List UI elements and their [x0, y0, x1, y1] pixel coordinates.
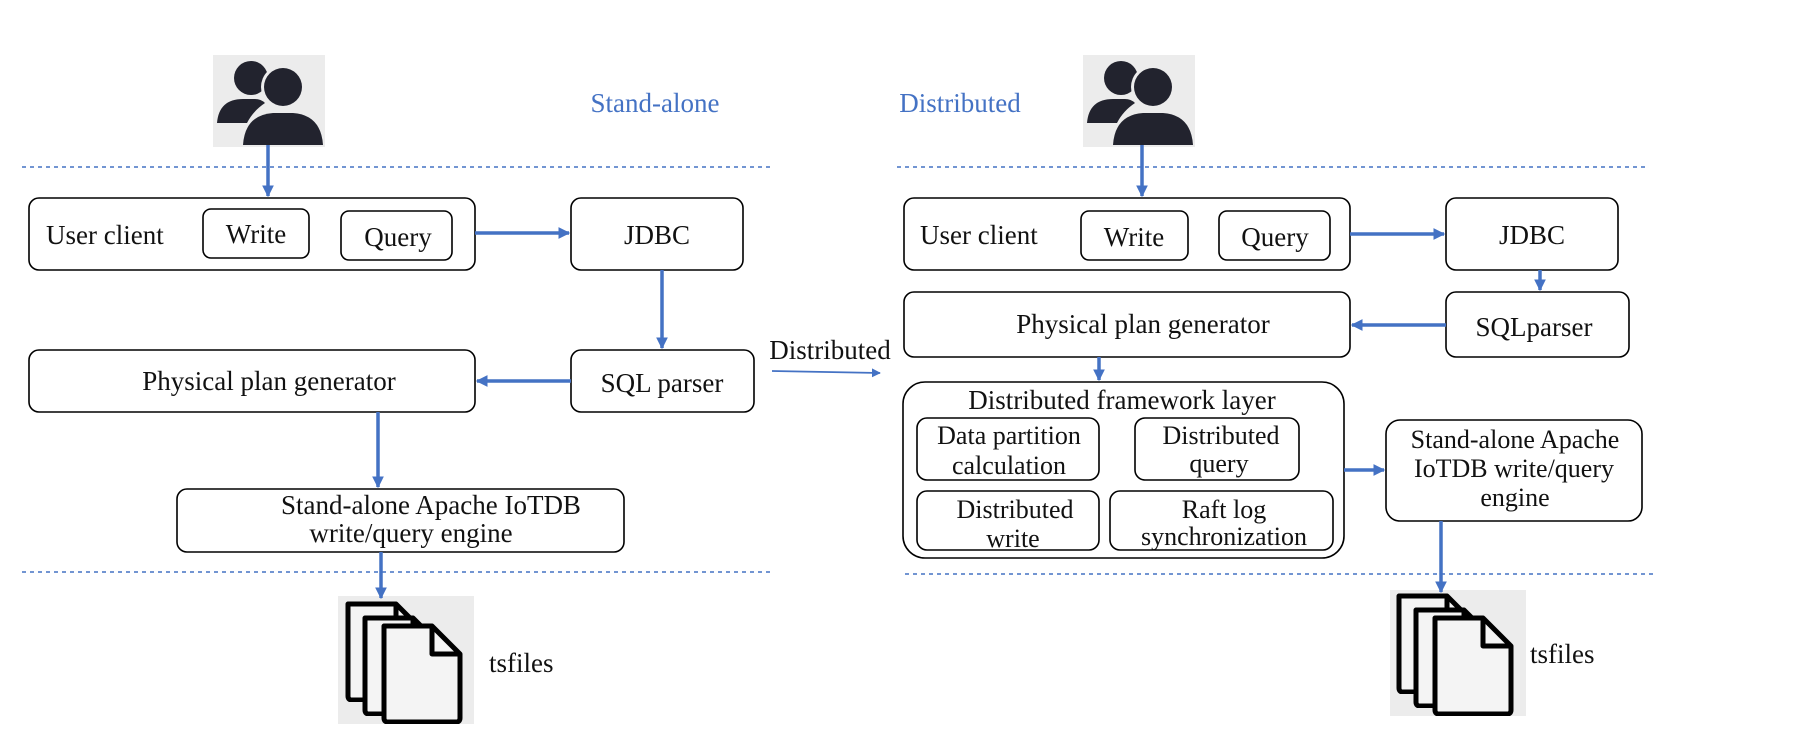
- standalone-user-client-box: User client Write Query: [28, 197, 476, 271]
- distributed-physical-plan-box: [903, 291, 1351, 358]
- framework-title: Distributed framework layer: [968, 385, 1275, 415]
- standalone-tsfiles-label: tsfiles: [489, 648, 554, 678]
- transition-arrow: [771, 368, 881, 378]
- distributed-query-module-label-2: query: [1189, 449, 1248, 478]
- distributed-engine-box: [1385, 419, 1643, 522]
- distributed-query-module-label-1: Distributed: [1163, 421, 1280, 450]
- distributed-users-icon: [1083, 55, 1195, 147]
- standalone-sql-parser-label: SQL parser: [601, 368, 724, 398]
- data-partition-label-1: Data partition: [937, 421, 1081, 450]
- standalone-user-client-label: User client: [46, 220, 164, 250]
- distributed-framework-layer-box: Distributed framework layer Data partiti…: [902, 381, 1345, 559]
- standalone-query-box: [340, 210, 453, 261]
- distributed-write-label: Write: [1104, 222, 1164, 252]
- distributed-engine-label-1: Stand-alone Apache: [1411, 425, 1620, 454]
- distributed-write-module-label-2: write: [986, 524, 1039, 553]
- standalone-write-label: Write: [226, 219, 286, 249]
- standalone-section: Stand-alone User client Write Query JDBC…: [22, 55, 772, 724]
- distributed-query-box: [1218, 210, 1331, 261]
- distributed-query-label: Query: [1241, 222, 1309, 252]
- standalone-jdbc-label: JDBC: [624, 220, 690, 250]
- raft-log-label-1: Raft log: [1182, 495, 1267, 524]
- distributed-user-client-label: User client: [920, 220, 1038, 250]
- distributed-user-client-box: User client Write Query: [903, 197, 1351, 271]
- distributed-tsfiles-label: tsfiles: [1530, 639, 1595, 669]
- standalone-physical-plan-box: [28, 349, 476, 413]
- standalone-write-box: [202, 208, 310, 259]
- distributed-write-module-box: [916, 490, 1100, 551]
- standalone-mode-label: Stand-alone: [591, 88, 720, 118]
- distributed-engine-label-3: engine: [1480, 483, 1549, 512]
- standalone-physical-plan-label: Physical plan generator: [142, 366, 395, 396]
- distributed-tsfiles-icon: [1390, 590, 1526, 716]
- distributed-write-module-label-1: Distributed: [957, 495, 1074, 524]
- distributed-jdbc-label: JDBC: [1499, 220, 1565, 250]
- standalone-query-label: Query: [364, 222, 432, 252]
- data-partition-label-2: calculation: [952, 451, 1066, 480]
- distributed-sql-parser-label: SQLparser: [1476, 312, 1593, 342]
- standalone-jdbc-box: [570, 197, 744, 271]
- distributed-physical-plan-label: Physical plan generator: [1016, 309, 1269, 339]
- standalone-engine-label-2: write/query engine: [309, 518, 512, 548]
- raft-log-label-2: synchronization: [1141, 522, 1307, 551]
- distributed-section: Distributed User client Write Query JDBC…: [897, 55, 1655, 716]
- standalone-engine-box: [176, 488, 625, 553]
- distributed-engine-label-2: IoTDB write/query: [1414, 454, 1614, 483]
- transition-label: Distributed: [769, 335, 891, 365]
- distributed-write-box: [1080, 210, 1189, 261]
- standalone-engine-label-1: Stand-alone Apache IoTDB: [281, 490, 581, 520]
- distributed-query-module-box: [1134, 417, 1300, 481]
- distributed-jdbc-box: [1445, 197, 1619, 271]
- distributed-mode-label: Distributed: [899, 88, 1021, 118]
- raft-log-box: [1109, 490, 1334, 551]
- data-partition-box: [916, 417, 1100, 481]
- standalone-tsfiles-icon: [338, 596, 474, 724]
- standalone-users-icon: [213, 55, 325, 147]
